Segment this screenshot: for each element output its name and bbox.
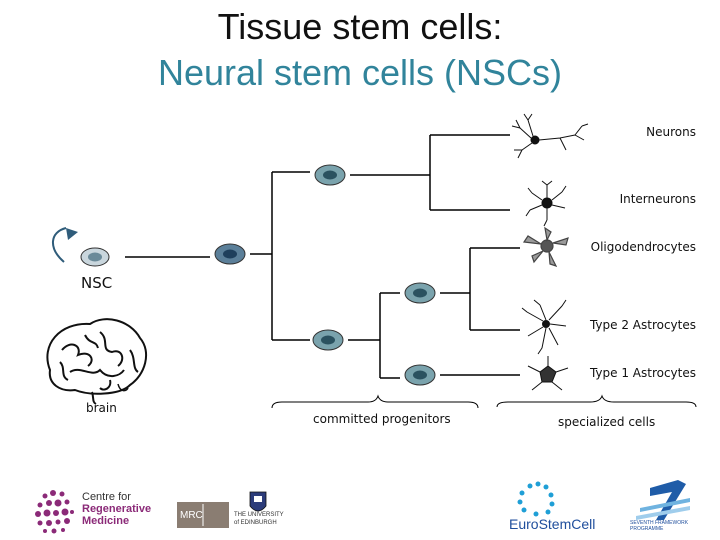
- type1-astrocyte-icon: [527, 356, 569, 391]
- edinburgh-line-1: THE UNIVERSITY: [234, 512, 284, 518]
- interneuron-icon: [525, 180, 567, 227]
- crm-line-1: Centre for: [82, 491, 131, 503]
- oligodendrocyte-icon: [522, 226, 569, 268]
- eurostemcell-logo-icon: [517, 481, 555, 517]
- nsc-cell: [80, 247, 110, 267]
- edinburgh-logo-text: THE UNIVERSITY of EDINBURGH: [234, 511, 284, 527]
- brain-icon: [46, 318, 148, 405]
- neuron-icon: [511, 113, 589, 159]
- title-line-2: Neural stem cells (NSCs): [157, 52, 563, 93]
- label-type2-astrocytes: Type 2 Astrocytes: [589, 318, 696, 332]
- fp7-logo-text: SEVENTH FRAMEWORK PROGRAMME: [630, 520, 688, 532]
- self-renewal-arrowhead: [66, 228, 78, 240]
- eurostemcell-logo-text: EuroStemCell: [509, 516, 596, 532]
- progenitor-cell-glial: [312, 329, 344, 351]
- fp7-logo-icon: [636, 480, 690, 520]
- label-committed-progenitors: committed progenitors: [313, 412, 451, 426]
- label-neurons: Neurons: [646, 125, 696, 139]
- progenitor-cell-o2a: [404, 282, 436, 304]
- progenitor-cell-astro: [404, 364, 436, 386]
- title-line-1: Tissue stem cells:: [217, 6, 503, 47]
- crm-line-2: Regenerative: [82, 503, 152, 515]
- fp7-line-1: SEVENTH FRAMEWORK: [630, 520, 689, 526]
- label-type1-astrocytes: Type 1 Astrocytes: [589, 366, 696, 380]
- label-nsc: NSC: [81, 274, 113, 292]
- brace-committed: [271, 394, 479, 409]
- fp7-line-2: PROGRAMME: [630, 526, 664, 532]
- self-renewal-arrow: [52, 227, 67, 263]
- edinburgh-crest-icon: [249, 491, 267, 512]
- crm-logo-icon: [35, 490, 74, 534]
- crm-logo-text: Centre for Regenerative Medicine: [82, 491, 151, 527]
- edinburgh-line-2: of EDINBURGH: [234, 520, 277, 526]
- mrc-logo-text: MRC: [180, 510, 203, 521]
- label-oligodendrocytes: Oligodendrocytes: [590, 240, 696, 254]
- type2-astrocyte-icon: [521, 299, 567, 355]
- crm-line-3: Medicine: [82, 515, 130, 527]
- progenitor-cell-primary: [214, 243, 246, 265]
- label-specialized-cells: specialized cells: [558, 415, 656, 429]
- brace-specialized: [496, 394, 697, 408]
- label-brain: brain: [86, 401, 117, 415]
- progenitor-cell-neuronal: [314, 164, 346, 186]
- label-interneurons: Interneurons: [619, 192, 696, 206]
